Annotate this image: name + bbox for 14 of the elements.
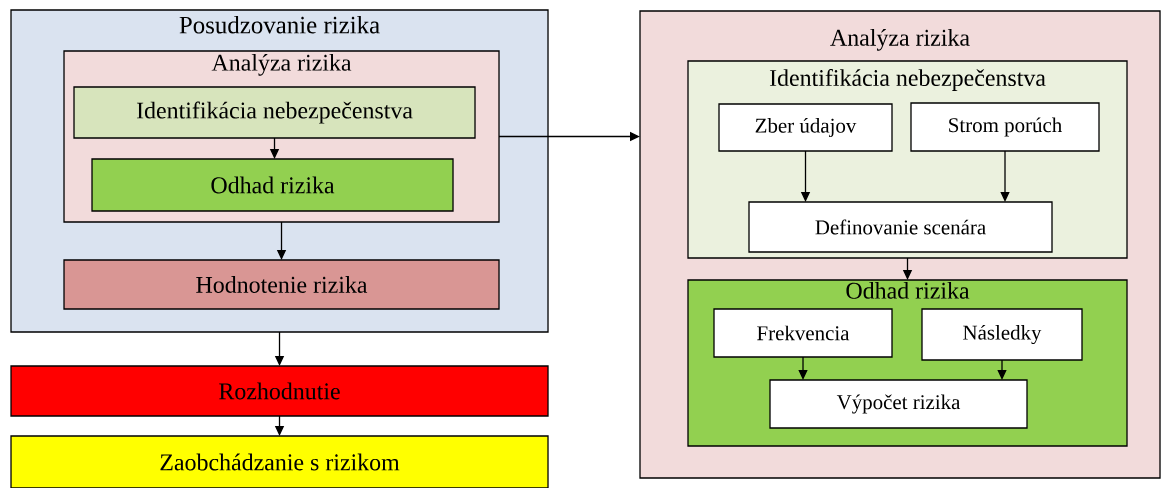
process-box: Frekvencia bbox=[713, 308, 893, 358]
arrow bbox=[798, 356, 808, 380]
process-box: Rozhodnutie bbox=[10, 365, 549, 417]
process-box: Zber údajov bbox=[718, 103, 893, 152]
process-box: Definovanie scenára bbox=[748, 201, 1053, 253]
process-box: Strom porúch bbox=[910, 102, 1100, 152]
process-box: Hodnotenie rizika bbox=[63, 259, 500, 310]
process-box: Zaobchádzanie s rizikom bbox=[10, 435, 549, 488]
process-box: Odhad rizika bbox=[91, 158, 454, 212]
arrow bbox=[1000, 150, 1010, 202]
process-box: Výpočet rizika bbox=[769, 379, 1028, 429]
process-box: Následky bbox=[921, 308, 1083, 361]
process-box: Identifikácia nebezpečenstva bbox=[73, 86, 476, 139]
arrow bbox=[997, 359, 1007, 380]
